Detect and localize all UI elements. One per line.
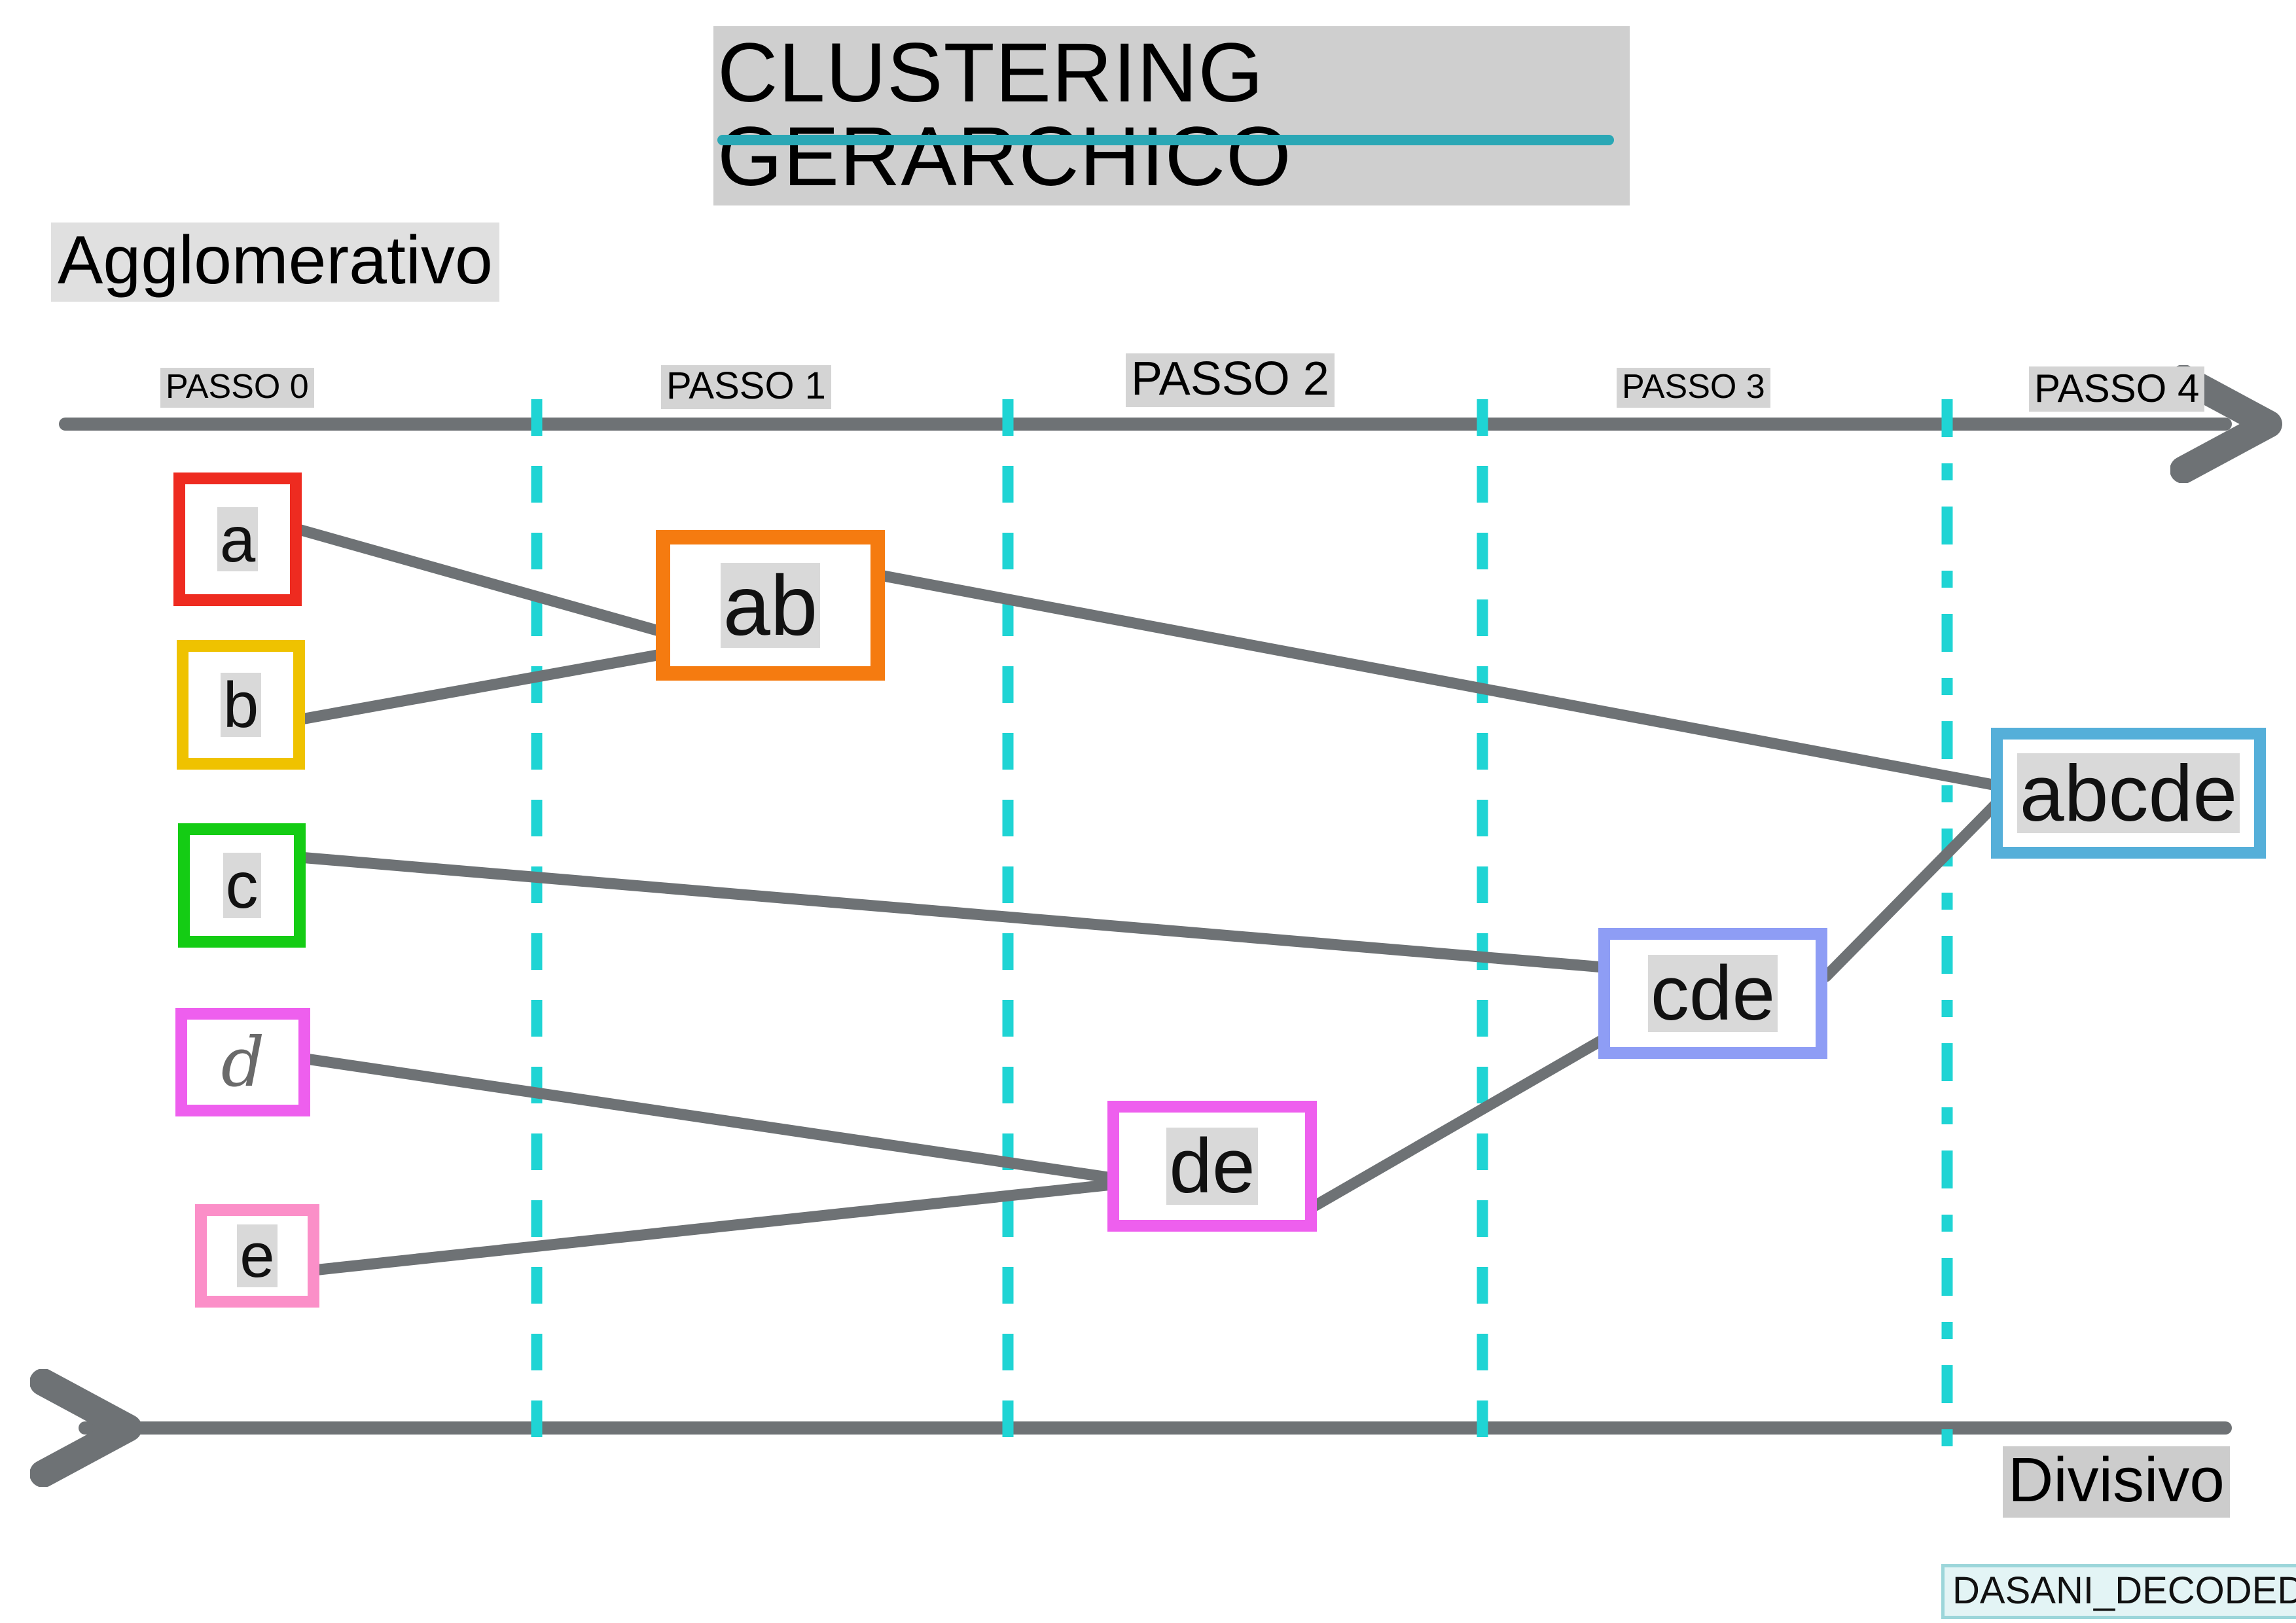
cluster-node-abcde[interactable]: abcde: [1991, 728, 2266, 859]
watermark-label: DASANI_DECODED: [1941, 1564, 2296, 1619]
link-b-to-ab: [299, 649, 667, 724]
cluster-node-label-e: e: [237, 1224, 278, 1287]
cluster-node-label-d: d: [221, 1022, 265, 1102]
link-cde-to-abcde: [1820, 791, 2009, 982]
step-label-1: PASSO 1: [661, 365, 831, 409]
agglomerative-label: Agglomerativo: [51, 223, 499, 302]
link-a-to-ab: [295, 524, 667, 637]
title-underline: [717, 135, 1614, 145]
step-label-3: PASSO 3: [1617, 368, 1770, 408]
step-dividers: [531, 399, 1953, 1450]
cluster-node-label-de: de: [1166, 1128, 1258, 1205]
cluster-node-label-a: a: [217, 507, 259, 571]
step-label-2: PASSO 2: [1126, 353, 1335, 407]
step-label-4: PASSO 4: [2029, 366, 2205, 412]
cluster-node-b[interactable]: b: [177, 640, 305, 770]
cluster-node-a[interactable]: a: [173, 473, 302, 606]
divisive-label: Divisivo: [2003, 1446, 2230, 1518]
page-title: CLUSTERING GERARCHICO: [713, 26, 1630, 205]
page-title-text: CLUSTERING GERARCHICO: [713, 26, 1630, 205]
cluster-node-label-c: c: [223, 853, 261, 918]
dendrogram-links: [294, 524, 2009, 1275]
link-c-to-cde: [294, 851, 1609, 973]
cluster-node-label-cde: cde: [1647, 955, 1778, 1032]
cluster-node-ab[interactable]: ab: [656, 530, 885, 681]
link-ab-to-abcde: [878, 570, 2002, 791]
cluster-node-c[interactable]: c: [178, 823, 306, 948]
link-e-to-de: [314, 1179, 1119, 1275]
step-label-0: PASSO 0: [160, 368, 314, 408]
cluster-node-label-ab: ab: [720, 563, 821, 648]
cluster-node-e[interactable]: e: [195, 1204, 319, 1308]
cluster-node-cde[interactable]: cde: [1598, 928, 1827, 1059]
cluster-node-de[interactable]: de: [1107, 1101, 1317, 1232]
link-d-to-de: [300, 1053, 1119, 1184]
cluster-node-label-b: b: [220, 673, 262, 737]
link-de-to-cde: [1310, 1033, 1609, 1211]
cluster-node-label-abcde: abcde: [2017, 753, 2240, 833]
cluster-node-d[interactable]: d: [175, 1008, 310, 1116]
